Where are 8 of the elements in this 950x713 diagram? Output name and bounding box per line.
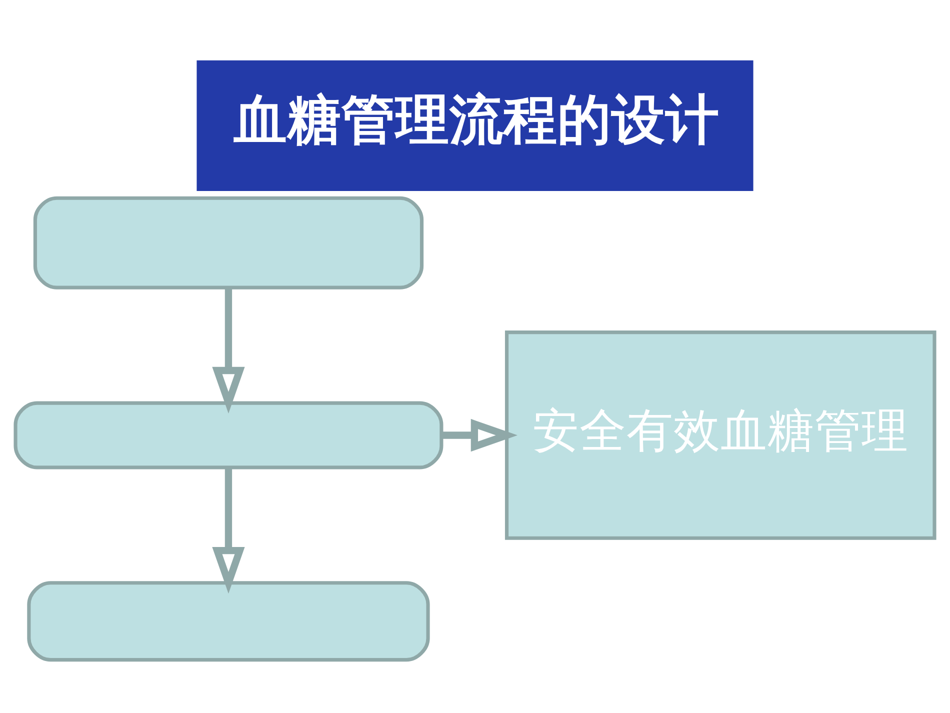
node-box xyxy=(27,581,430,662)
arrow xyxy=(442,418,518,452)
diagram-title: 血糖管理流程的设计 xyxy=(233,88,720,152)
node-box: 安全有效血糖管理 xyxy=(504,330,936,540)
arrow xyxy=(212,468,245,594)
node-box xyxy=(33,196,424,290)
node-box xyxy=(14,401,444,470)
arrow xyxy=(212,288,245,414)
